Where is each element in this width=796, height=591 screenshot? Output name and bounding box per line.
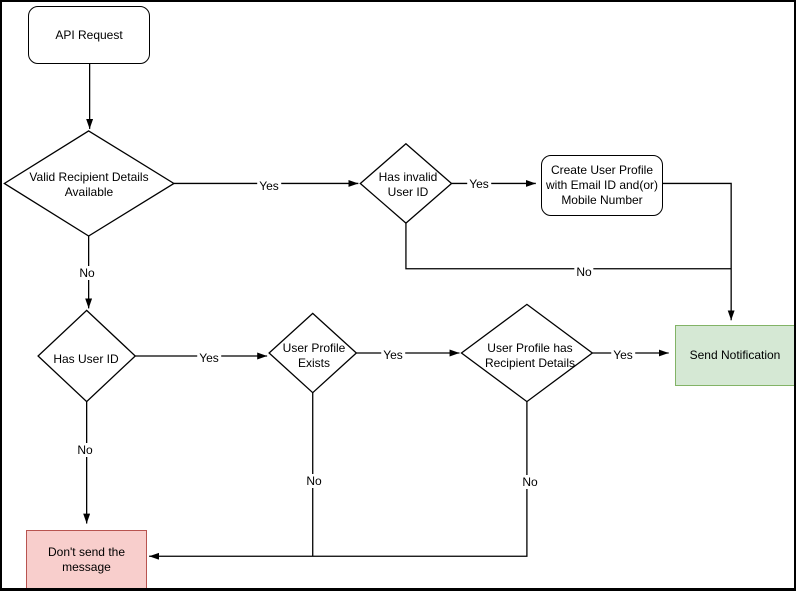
node-api-request[interactable]: API Request [28,6,150,64]
node-send-notification[interactable]: Send Notification [675,325,794,386]
node-dont-send[interactable]: Don't send the message [26,530,147,588]
edge-create-to-notification [658,182,735,321]
node-create-user-profile-label: Create User Profile with Email ID and(or… [545,163,659,207]
node-valid-recipient-shape[interactable] [3,130,176,237]
node-create-user-profile[interactable]: Create User Profile with Email ID and(or… [541,155,663,216]
node-send-notification-label: Send Notification [689,348,781,362]
node-api-request-label: API Request [55,27,123,42]
node-dont-send-label: Don't send the message [47,545,125,574]
node-has-invalid-user-id-shape[interactable] [359,142,453,224]
edge-invalid-no-to-junction [405,223,732,270]
node-user-profile-has-recipient-shape[interactable] [460,303,594,403]
node-has-user-id-shape[interactable] [37,309,137,403]
node-user-profile-exists-shape[interactable] [268,312,358,394]
edge-uphrd-no-to-dontsend [149,401,528,560]
